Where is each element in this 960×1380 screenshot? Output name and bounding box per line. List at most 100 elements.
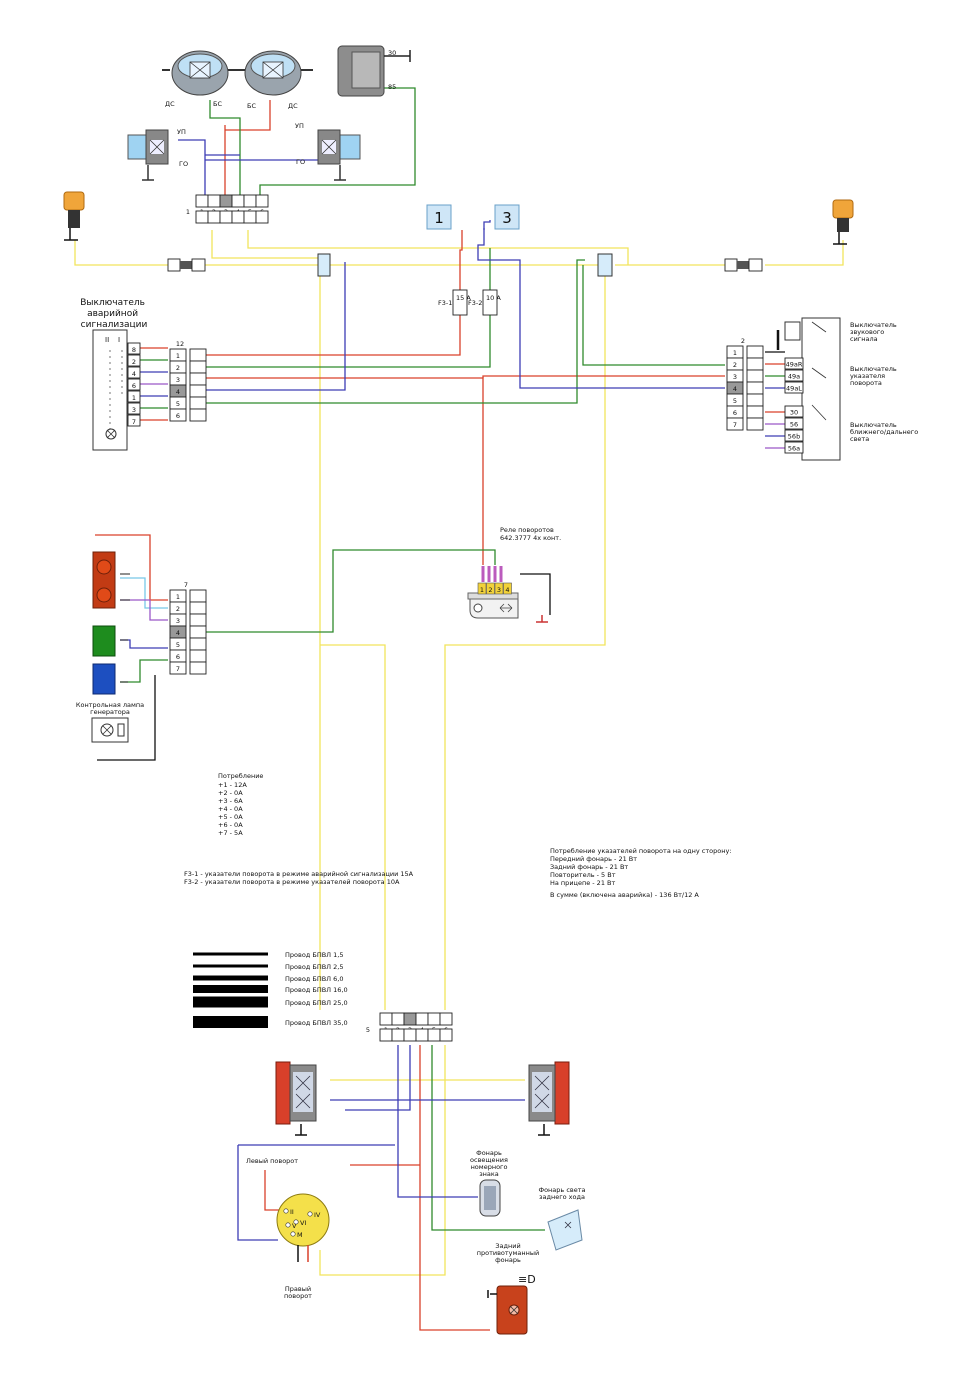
legend-wire-sample (193, 964, 268, 968)
connector-socket (189, 649, 207, 663)
hazard-terminal (127, 390, 141, 403)
svg-text:10 A: 10 A (486, 294, 501, 302)
relay-pin (494, 582, 504, 595)
consumption-line: +7 - 5A (218, 829, 243, 837)
label-go-right: ГО (296, 158, 305, 166)
horn-contact-30: 30 (388, 49, 396, 57)
consumption-line: +1 - 12A (218, 781, 247, 789)
connector-socket (189, 637, 207, 651)
socket-pin (290, 1231, 296, 1237)
connector-socket (231, 210, 245, 224)
connector-pin (169, 408, 187, 422)
column-terminal (784, 381, 804, 394)
hazard-switch-title: Выключатель аварийной сигнализации (80, 298, 148, 330)
column-terminal (784, 357, 804, 370)
connector-socket (189, 372, 207, 386)
fuse-notes: F3-1 - указатели поворота в режиме авари… (184, 870, 414, 886)
connector-socket (189, 396, 207, 410)
marker-1: 1 (426, 204, 452, 230)
label-up-right: УП (295, 122, 304, 130)
headlamp-right (237, 50, 313, 96)
horn-contact-85: 85 (388, 83, 396, 91)
column-terminal-label: 30 (790, 409, 798, 417)
socket-letter: IV (314, 1211, 321, 1219)
svg-text:2: 2 (741, 337, 745, 345)
legend-wire-sample (193, 985, 268, 993)
column-terminal-label: 56a (788, 445, 800, 453)
relay-pin (503, 582, 512, 595)
column-terminal-label: 56b (788, 433, 800, 441)
socket-letter: VI (300, 1219, 306, 1227)
hazard-terminal-number: 4 (132, 370, 136, 378)
hazard-terminal (127, 378, 141, 391)
legend-wire-sample (193, 952, 268, 956)
pin-number: 2 (176, 364, 180, 372)
pin-number: 1 (176, 593, 180, 601)
fuse-f3-1: F3-1 15 A (438, 289, 471, 316)
column-terminal (784, 417, 804, 430)
socket-letter: V (292, 1222, 297, 1230)
connector-pin (439, 1012, 453, 1026)
hazard-terminal-number: 6 (132, 382, 136, 390)
pin-number: 1 (176, 352, 180, 360)
column-terminal (784, 441, 804, 454)
legend-label: Провод БПВЛ 16,0 (285, 986, 348, 994)
legend-label: Провод БПВЛ 35,0 (285, 1019, 348, 1027)
connector-socket (189, 661, 207, 675)
pin-number: 6 (733, 409, 737, 417)
connector-socket (746, 405, 764, 419)
column-terminal-label: 49a (788, 373, 800, 381)
svg-text:7: 7 (184, 581, 188, 589)
connector-socket (746, 369, 764, 383)
connector-socket (746, 357, 764, 371)
pin-number: 3 (176, 376, 180, 384)
connector-socket (746, 381, 764, 395)
hazard-terminal (127, 414, 141, 427)
pin-number: 6 (176, 412, 180, 420)
turn-consumption-line: Задний фонарь - 21 Вт (550, 863, 628, 871)
wire-label-bs-right: БС (247, 102, 256, 110)
pin-number: 7 (733, 421, 737, 429)
label-go-left: ГО (179, 160, 188, 168)
wire-label-ds-left: ДС (165, 100, 175, 108)
consumption-line: +5 - 0A (218, 813, 243, 821)
connector-pin (169, 661, 187, 675)
pin-number: 2 (176, 605, 180, 613)
hazard-terminal (127, 354, 141, 367)
column-terminal (784, 429, 804, 442)
consumption-title: Потребление (218, 772, 263, 780)
socket-letter: M (297, 1231, 303, 1239)
pin-number: 5 (733, 397, 737, 405)
consumption-line: +4 - 0A (218, 805, 243, 813)
turn-consumption-total: В сумме (включена аварийка) - 136 Вт/12 … (550, 891, 699, 899)
connector-socket (746, 417, 764, 431)
pin-number: 4 (176, 388, 180, 396)
connector-pin (207, 194, 221, 208)
relay-pin-number: 1 (480, 586, 484, 594)
svg-text:15 A: 15 A (456, 294, 471, 302)
connector-pin (726, 417, 744, 431)
pin-number: 6 (176, 653, 180, 661)
hazard-terminal (127, 366, 141, 379)
svg-text:F3-2 - указатели поворота в ре: F3-2 - указатели поворота в режиме указа… (184, 878, 400, 886)
svg-text:I: I (118, 336, 120, 344)
front-connector-left-num: 1 (186, 208, 190, 216)
side-lamp-left (127, 129, 169, 181)
connector-pin (195, 194, 209, 208)
legend-label: Провод БПВЛ 6,0 (285, 975, 343, 983)
pin-number: 5 (176, 641, 180, 649)
connector-pin (403, 1012, 417, 1026)
turn-consumption-line: На прицепе - 21 Вт (550, 879, 615, 887)
fuse-f3-2: F3-2 10 A (468, 289, 501, 316)
wire-label-bs-left: БС (213, 100, 222, 108)
connector-pin (391, 1012, 405, 1026)
